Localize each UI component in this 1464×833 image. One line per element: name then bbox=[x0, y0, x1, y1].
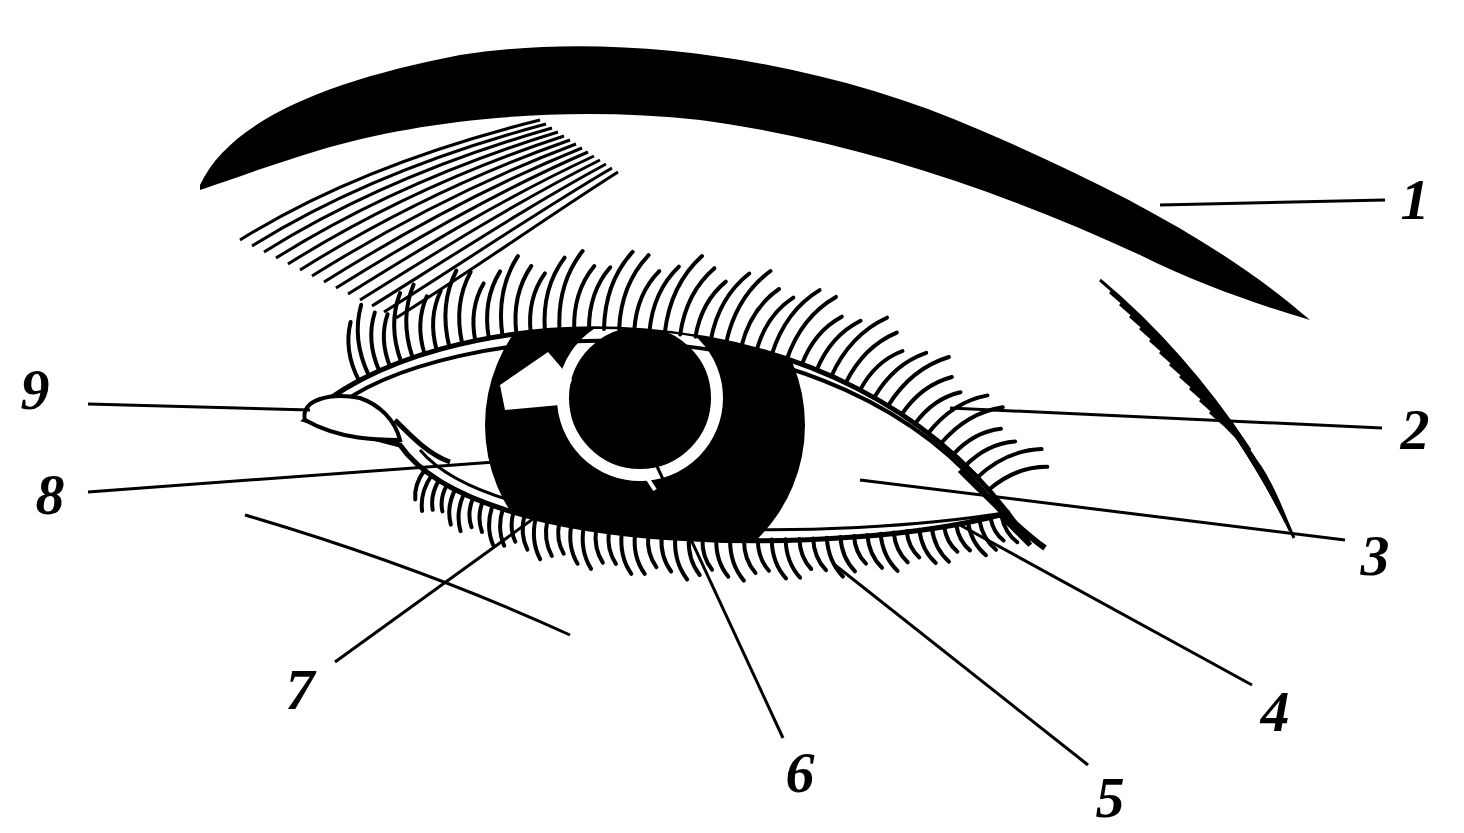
eyelash bbox=[473, 283, 483, 340]
eyelash bbox=[730, 540, 744, 581]
brow-hatch-line bbox=[1150, 340, 1270, 490]
brow-hatch-line bbox=[336, 152, 588, 288]
callout-number: 2 bbox=[1401, 401, 1430, 459]
leader-line bbox=[860, 480, 1345, 540]
eyelash bbox=[661, 536, 671, 571]
pupil bbox=[572, 330, 708, 466]
eyelash bbox=[977, 449, 1041, 477]
eyelash bbox=[989, 467, 1048, 490]
pupil-line bbox=[642, 470, 655, 490]
callout-number: 4 bbox=[1261, 683, 1290, 741]
eyelash bbox=[953, 429, 1001, 455]
eyelash bbox=[813, 538, 826, 570]
leader-line bbox=[950, 408, 1382, 428]
brow-hatch-line bbox=[1180, 376, 1282, 514]
eyelash bbox=[442, 485, 447, 511]
brow-hatch-line bbox=[1190, 388, 1286, 522]
eyelash bbox=[487, 271, 500, 338]
eyelashes bbox=[348, 251, 1047, 581]
eyelash bbox=[854, 536, 866, 564]
eyelash bbox=[907, 531, 920, 557]
brow-hatch-line bbox=[324, 148, 582, 282]
eyelash bbox=[570, 525, 577, 563]
eyelash bbox=[758, 540, 769, 571]
brow-hatch-line bbox=[396, 172, 618, 318]
brow-hatch-line bbox=[1160, 352, 1274, 498]
leader-line bbox=[960, 525, 1252, 685]
leader-line bbox=[835, 565, 1088, 765]
callout-number: 8 bbox=[36, 466, 65, 524]
eyelash bbox=[422, 476, 432, 511]
pupil-ring bbox=[563, 321, 717, 475]
eyelash bbox=[459, 494, 464, 531]
highlight bbox=[500, 352, 572, 410]
callout-number: 3 bbox=[1361, 527, 1390, 585]
eyelash bbox=[433, 291, 441, 350]
eyebrow bbox=[200, 46, 1310, 320]
eyelash bbox=[534, 518, 540, 559]
eyelash bbox=[635, 534, 645, 574]
leader-line bbox=[88, 404, 310, 410]
eyelash bbox=[1002, 516, 1018, 542]
eyelash bbox=[583, 527, 591, 569]
callout-number: 5 bbox=[1096, 769, 1125, 827]
eyelash bbox=[489, 505, 493, 544]
callout-number: 1 bbox=[1401, 171, 1430, 229]
brow-hatch-line bbox=[360, 160, 600, 300]
eyelash bbox=[394, 293, 401, 362]
brow-hatch-line bbox=[1140, 328, 1266, 482]
eyelash bbox=[371, 313, 379, 371]
eyelash bbox=[621, 533, 631, 574]
lacrimal-fold bbox=[395, 420, 450, 462]
brow-hatch-line bbox=[372, 164, 606, 306]
eyelash bbox=[523, 515, 528, 550]
eyelash bbox=[596, 529, 603, 562]
leader-line bbox=[1160, 200, 1385, 205]
brow-hatch-line bbox=[1170, 364, 1278, 506]
eyelash bbox=[459, 272, 471, 344]
eyelash bbox=[420, 296, 427, 353]
leader-lines bbox=[88, 200, 1385, 765]
eyelash bbox=[469, 498, 473, 527]
eyelash bbox=[558, 523, 564, 554]
eyelash bbox=[772, 540, 786, 579]
lower-lid-margin bbox=[420, 450, 1010, 530]
eyelash bbox=[479, 502, 482, 532]
brow-hatch-line bbox=[312, 144, 576, 276]
leader-line bbox=[335, 485, 580, 662]
brow-hatch-line bbox=[1210, 412, 1294, 538]
lower-skin-fold bbox=[245, 515, 570, 635]
eyelash bbox=[358, 305, 369, 376]
callout-number: 7 bbox=[286, 661, 315, 719]
eyelash bbox=[546, 521, 552, 556]
eyelash bbox=[445, 271, 456, 347]
iris-group bbox=[485, 265, 805, 585]
brow-hatch-line bbox=[384, 168, 612, 312]
eyelash bbox=[966, 441, 1016, 465]
leader-line bbox=[88, 462, 495, 492]
eyelash bbox=[744, 540, 756, 573]
callout-number: 6 bbox=[786, 744, 815, 802]
callout-number: 9 bbox=[21, 361, 50, 419]
eyelash bbox=[608, 531, 615, 564]
eyelash bbox=[799, 539, 811, 569]
iris bbox=[485, 265, 805, 585]
eyelash bbox=[449, 490, 455, 525]
eyelash bbox=[384, 314, 390, 366]
eyelash bbox=[716, 539, 728, 576]
leader-line bbox=[655, 462, 783, 738]
caruncle bbox=[304, 396, 400, 440]
eyelash bbox=[512, 512, 516, 542]
eyelash bbox=[406, 285, 413, 358]
eyelash bbox=[432, 480, 439, 509]
eyelash bbox=[648, 535, 656, 567]
eyelash bbox=[675, 537, 687, 579]
